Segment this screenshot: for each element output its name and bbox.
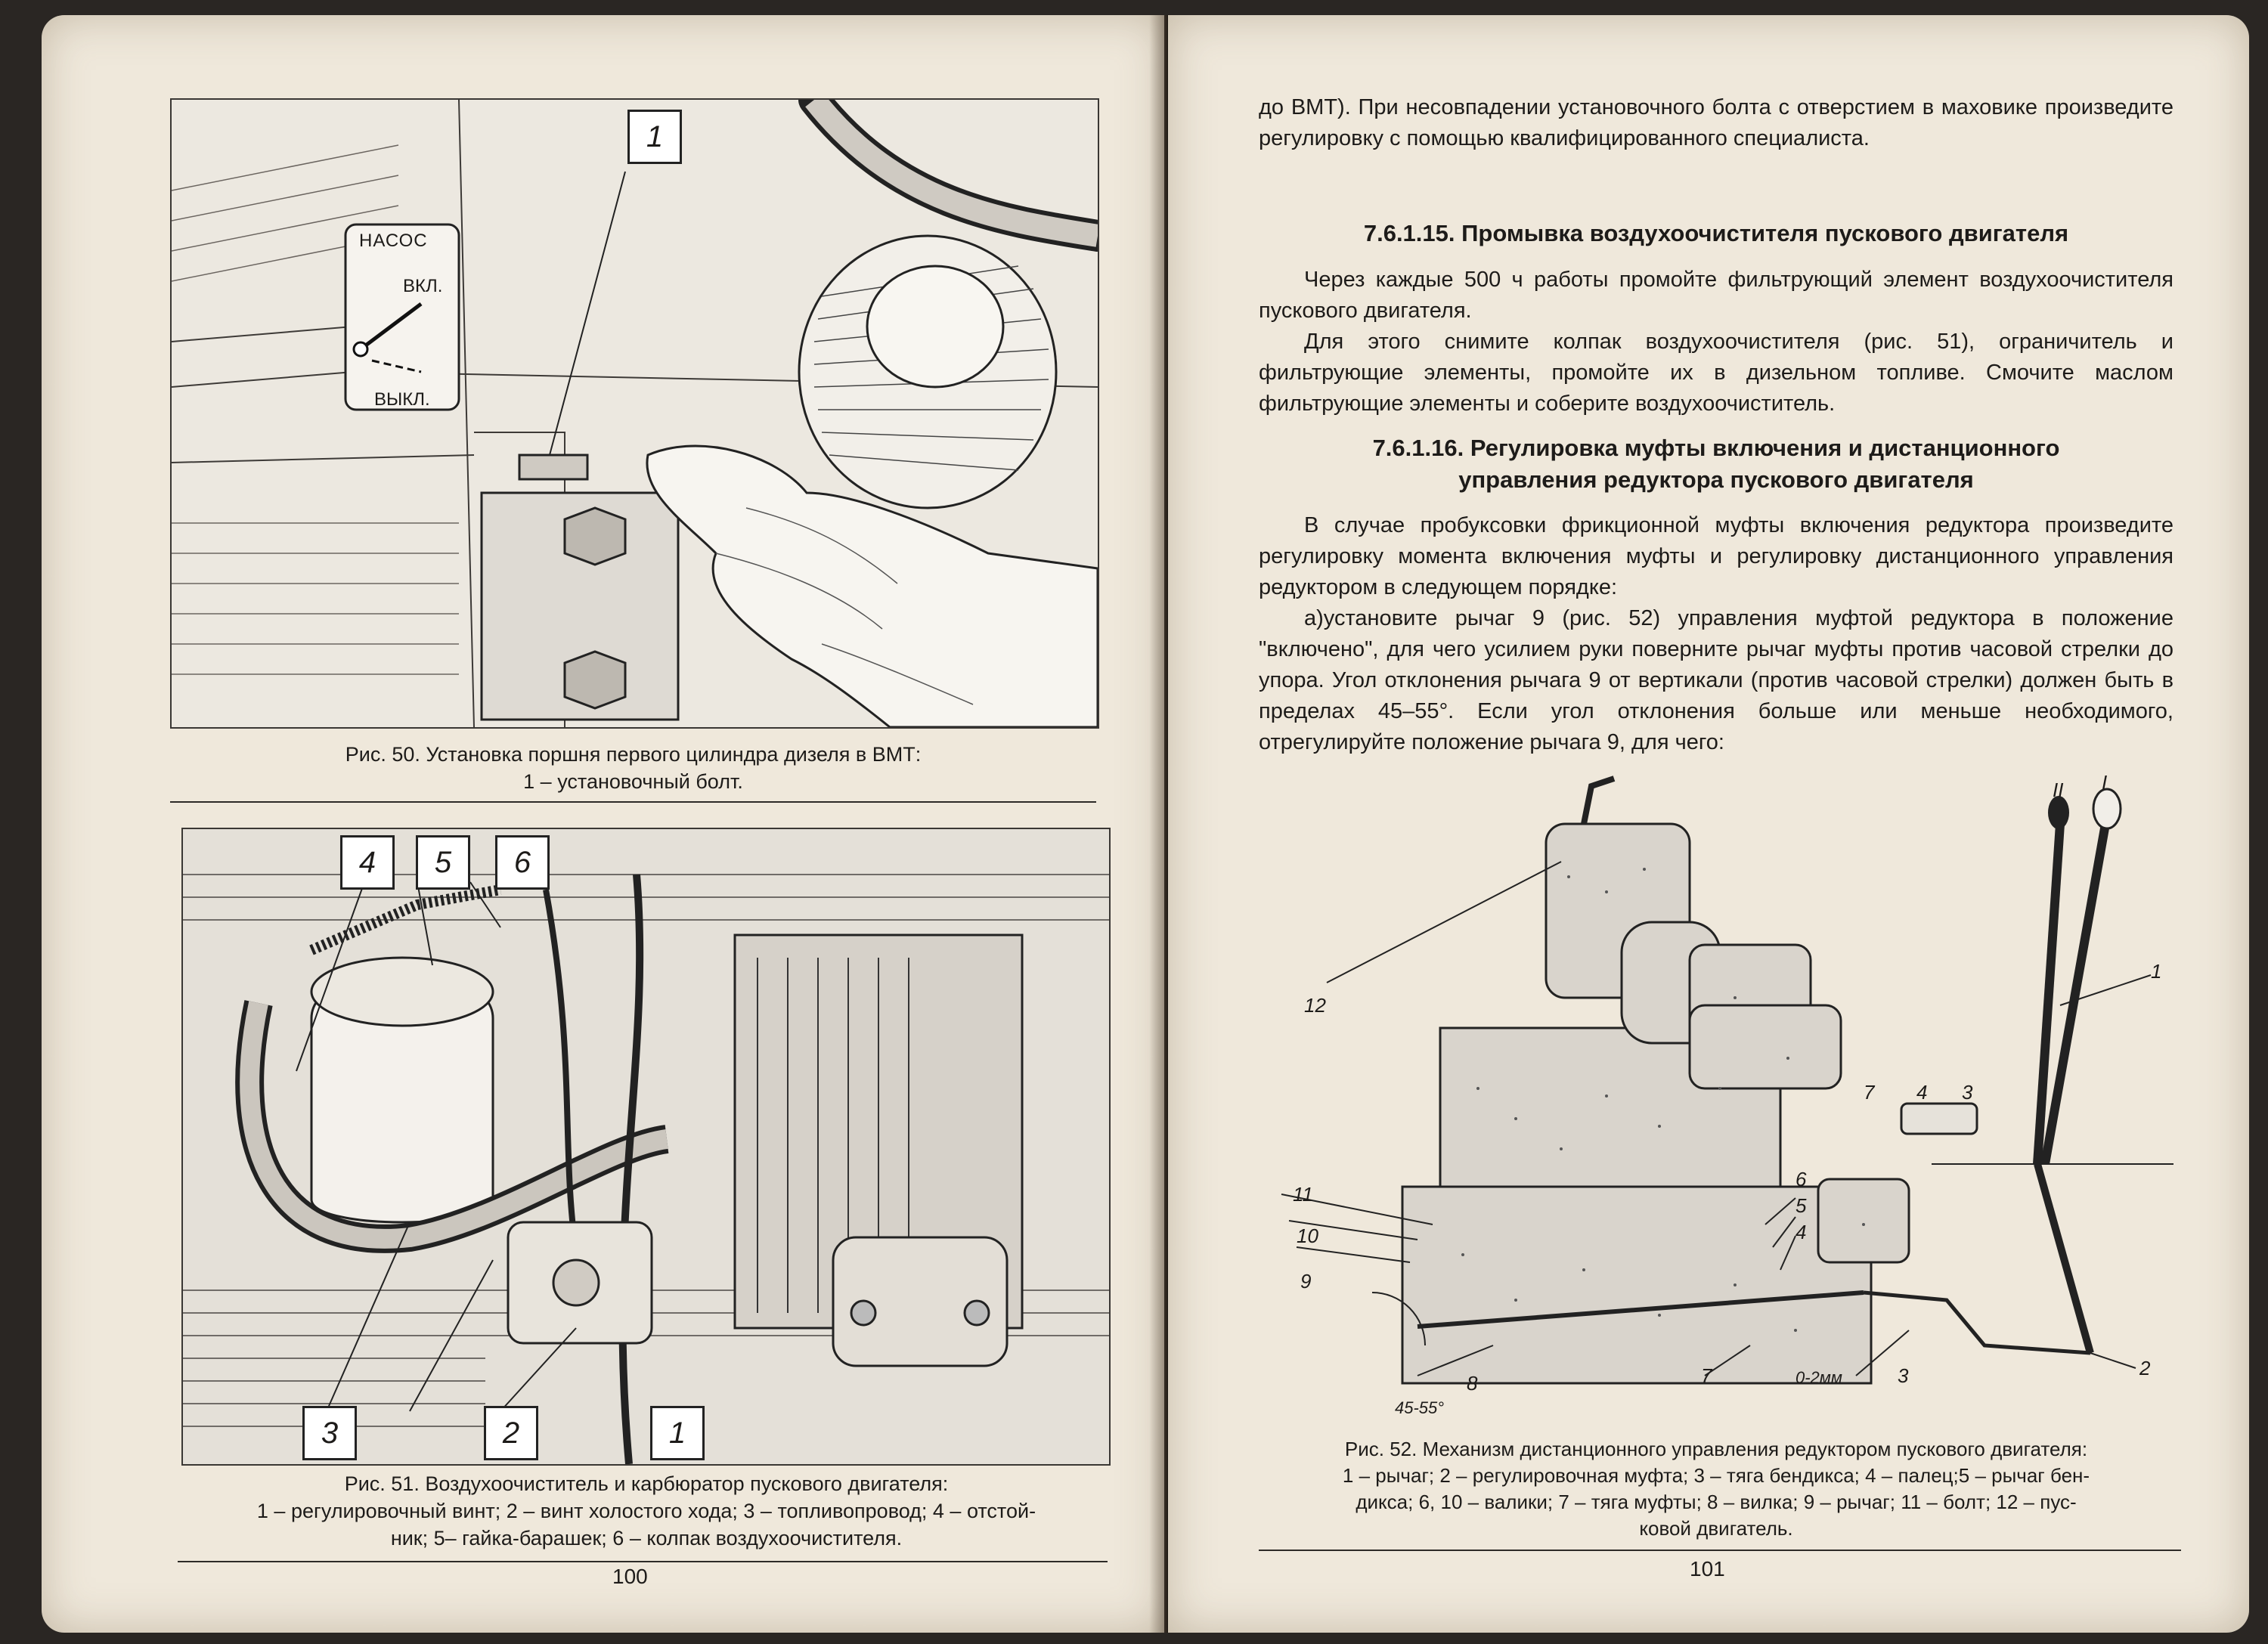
fig52-label-8: 8 (1467, 1372, 1478, 1395)
page-number-right: 101 (1690, 1557, 1725, 1581)
section-7-6-1-16-body: В случае пробуксовки фрикционной муфты в… (1259, 510, 2174, 758)
fig52-label-3: 3 (1898, 1364, 1909, 1387)
fig52-label-1: 1 (2151, 960, 2162, 983)
figure-50-caption: Рис. 50. Установка поршня первого цилинд… (170, 741, 1096, 795)
figure-50-callout-1: 1 (627, 110, 682, 164)
fig52-label-10: 10 (1297, 1224, 1318, 1247)
fig52-label-I: I (2102, 771, 2108, 794)
fig52-label-gap: 0-2мм (1796, 1368, 1842, 1387)
section-7-6-1-16-heading-line1: 7.6.1.16. Регулировка муфты включения и … (1372, 435, 2060, 461)
fig52-label-9: 9 (1300, 1270, 1312, 1293)
figure-52-caption-line4: ковой двигатель. (1639, 1517, 1793, 1540)
page-footer-rule-right (1259, 1550, 2181, 1551)
fig52-label-6: 6 (1796, 1168, 1807, 1190)
figure-divider (170, 801, 1096, 803)
section-7-6-1-16-para1: В случае пробуксовки фрикционной муфты в… (1259, 513, 2174, 599)
fig52-label-4: 4 (1796, 1221, 1807, 1243)
figure-51-callout-4: 4 (340, 835, 395, 890)
figure-52-drawing (1281, 776, 2174, 1385)
figure-52-caption: Рис. 52. Механизм дистанционного управле… (1244, 1436, 2189, 1542)
figure-51-illustration (181, 828, 1111, 1466)
section-7-6-1-16-heading: 7.6.1.16. Регулировка муфты включения и … (1259, 432, 2174, 496)
figure-52-caption-line2: 1 – рычаг; 2 – регулировочная муфта; 3 –… (1342, 1464, 2090, 1487)
figure-52-illustration (1266, 771, 2204, 1429)
intro-paragraph: до ВМТ). При несовпадении установочного … (1259, 95, 2174, 150)
gauge-label-vkl: ВКЛ. (403, 276, 443, 296)
section-7-6-1-15-heading: 7.6.1.15. Промывка воздухоочистителя пус… (1363, 220, 2069, 246)
figure-51-callout-2: 2 (484, 1406, 538, 1460)
figure-50-drawing (172, 100, 1098, 727)
gauge-label-nasos: НАСОС (359, 231, 428, 251)
section-7-6-1-16-heading-line2: управления редуктора пускового двигателя (1458, 466, 1974, 493)
figure-51-callout-1: 1 (650, 1406, 705, 1460)
figure-52-caption-line3: дикса; 6, 10 – валики; 7 – тяга муфты; 8… (1356, 1491, 2077, 1513)
section-7-6-1-15-para1: Через каждые 500 ч работы промойте фильт… (1259, 268, 2174, 323)
figure-52-caption-title: Рис. 52. Механизм дистанционного управле… (1344, 1438, 2088, 1460)
page-footer-rule (178, 1561, 1108, 1562)
gauge-label-vykl: ВЫКЛ. (374, 389, 430, 410)
figure-51-caption-line3: ник; 5– гайка-барашек; 6 – колпак воздух… (390, 1527, 903, 1550)
figure-51-callout-5: 5 (416, 835, 470, 890)
section-7-6-1-15-para2: Для этого снимите колпак воздухоочистите… (1259, 330, 2174, 416)
fig52-label-12: 12 (1304, 994, 1326, 1017)
left-page: 1 НАСОС ВКЛ. ВЫКЛ. Рис. 50. Установка по… (42, 15, 1164, 1633)
fig52-label-7-inset: 7 (1864, 1081, 1875, 1104)
figure-51-caption-title: Рис. 51. Воздухоочиститель и карбюратор … (344, 1472, 949, 1495)
figure-50-caption-title: Рис. 50. Установка поршня первого цилинд… (345, 743, 922, 766)
figure-51-drawing (183, 829, 1109, 1464)
page-number-left: 100 (612, 1565, 648, 1588)
figure-50-caption-text: 1 – установочный болт. (523, 770, 743, 793)
figure-51-callout-3: 3 (302, 1406, 357, 1460)
figure-50-illustration (170, 98, 1099, 729)
figure-51-callout-6: 6 (495, 835, 550, 890)
section-7-6-1-16-para2: а)установите рычаг 9 (рис. 52) управлени… (1259, 606, 2174, 754)
fig52-label-angle: 45-55° (1395, 1398, 1445, 1417)
fig52-label-3-inset: 3 (1962, 1081, 1973, 1104)
fig52-label-5: 5 (1796, 1194, 1807, 1217)
right-page: до ВМТ). При несовпадении установочного … (1168, 15, 2249, 1633)
figure-51-caption-line2: 1 – регулировочный винт; 2 – винт холост… (256, 1500, 1036, 1522)
fig52-label-2: 2 (2139, 1357, 2151, 1379)
fig52-label-4-inset: 4 (1916, 1081, 1928, 1104)
fig52-label-7: 7 (1701, 1364, 1712, 1387)
fig52-label-II: II (2053, 779, 2064, 801)
fig52-label-11: 11 (1293, 1183, 1313, 1206)
figure-51-caption: Рис. 51. Воздухоочиститель и карбюратор … (155, 1470, 1138, 1552)
section-7-6-1-15-body: Через каждые 500 ч работы промойте фильт… (1259, 265, 2174, 420)
